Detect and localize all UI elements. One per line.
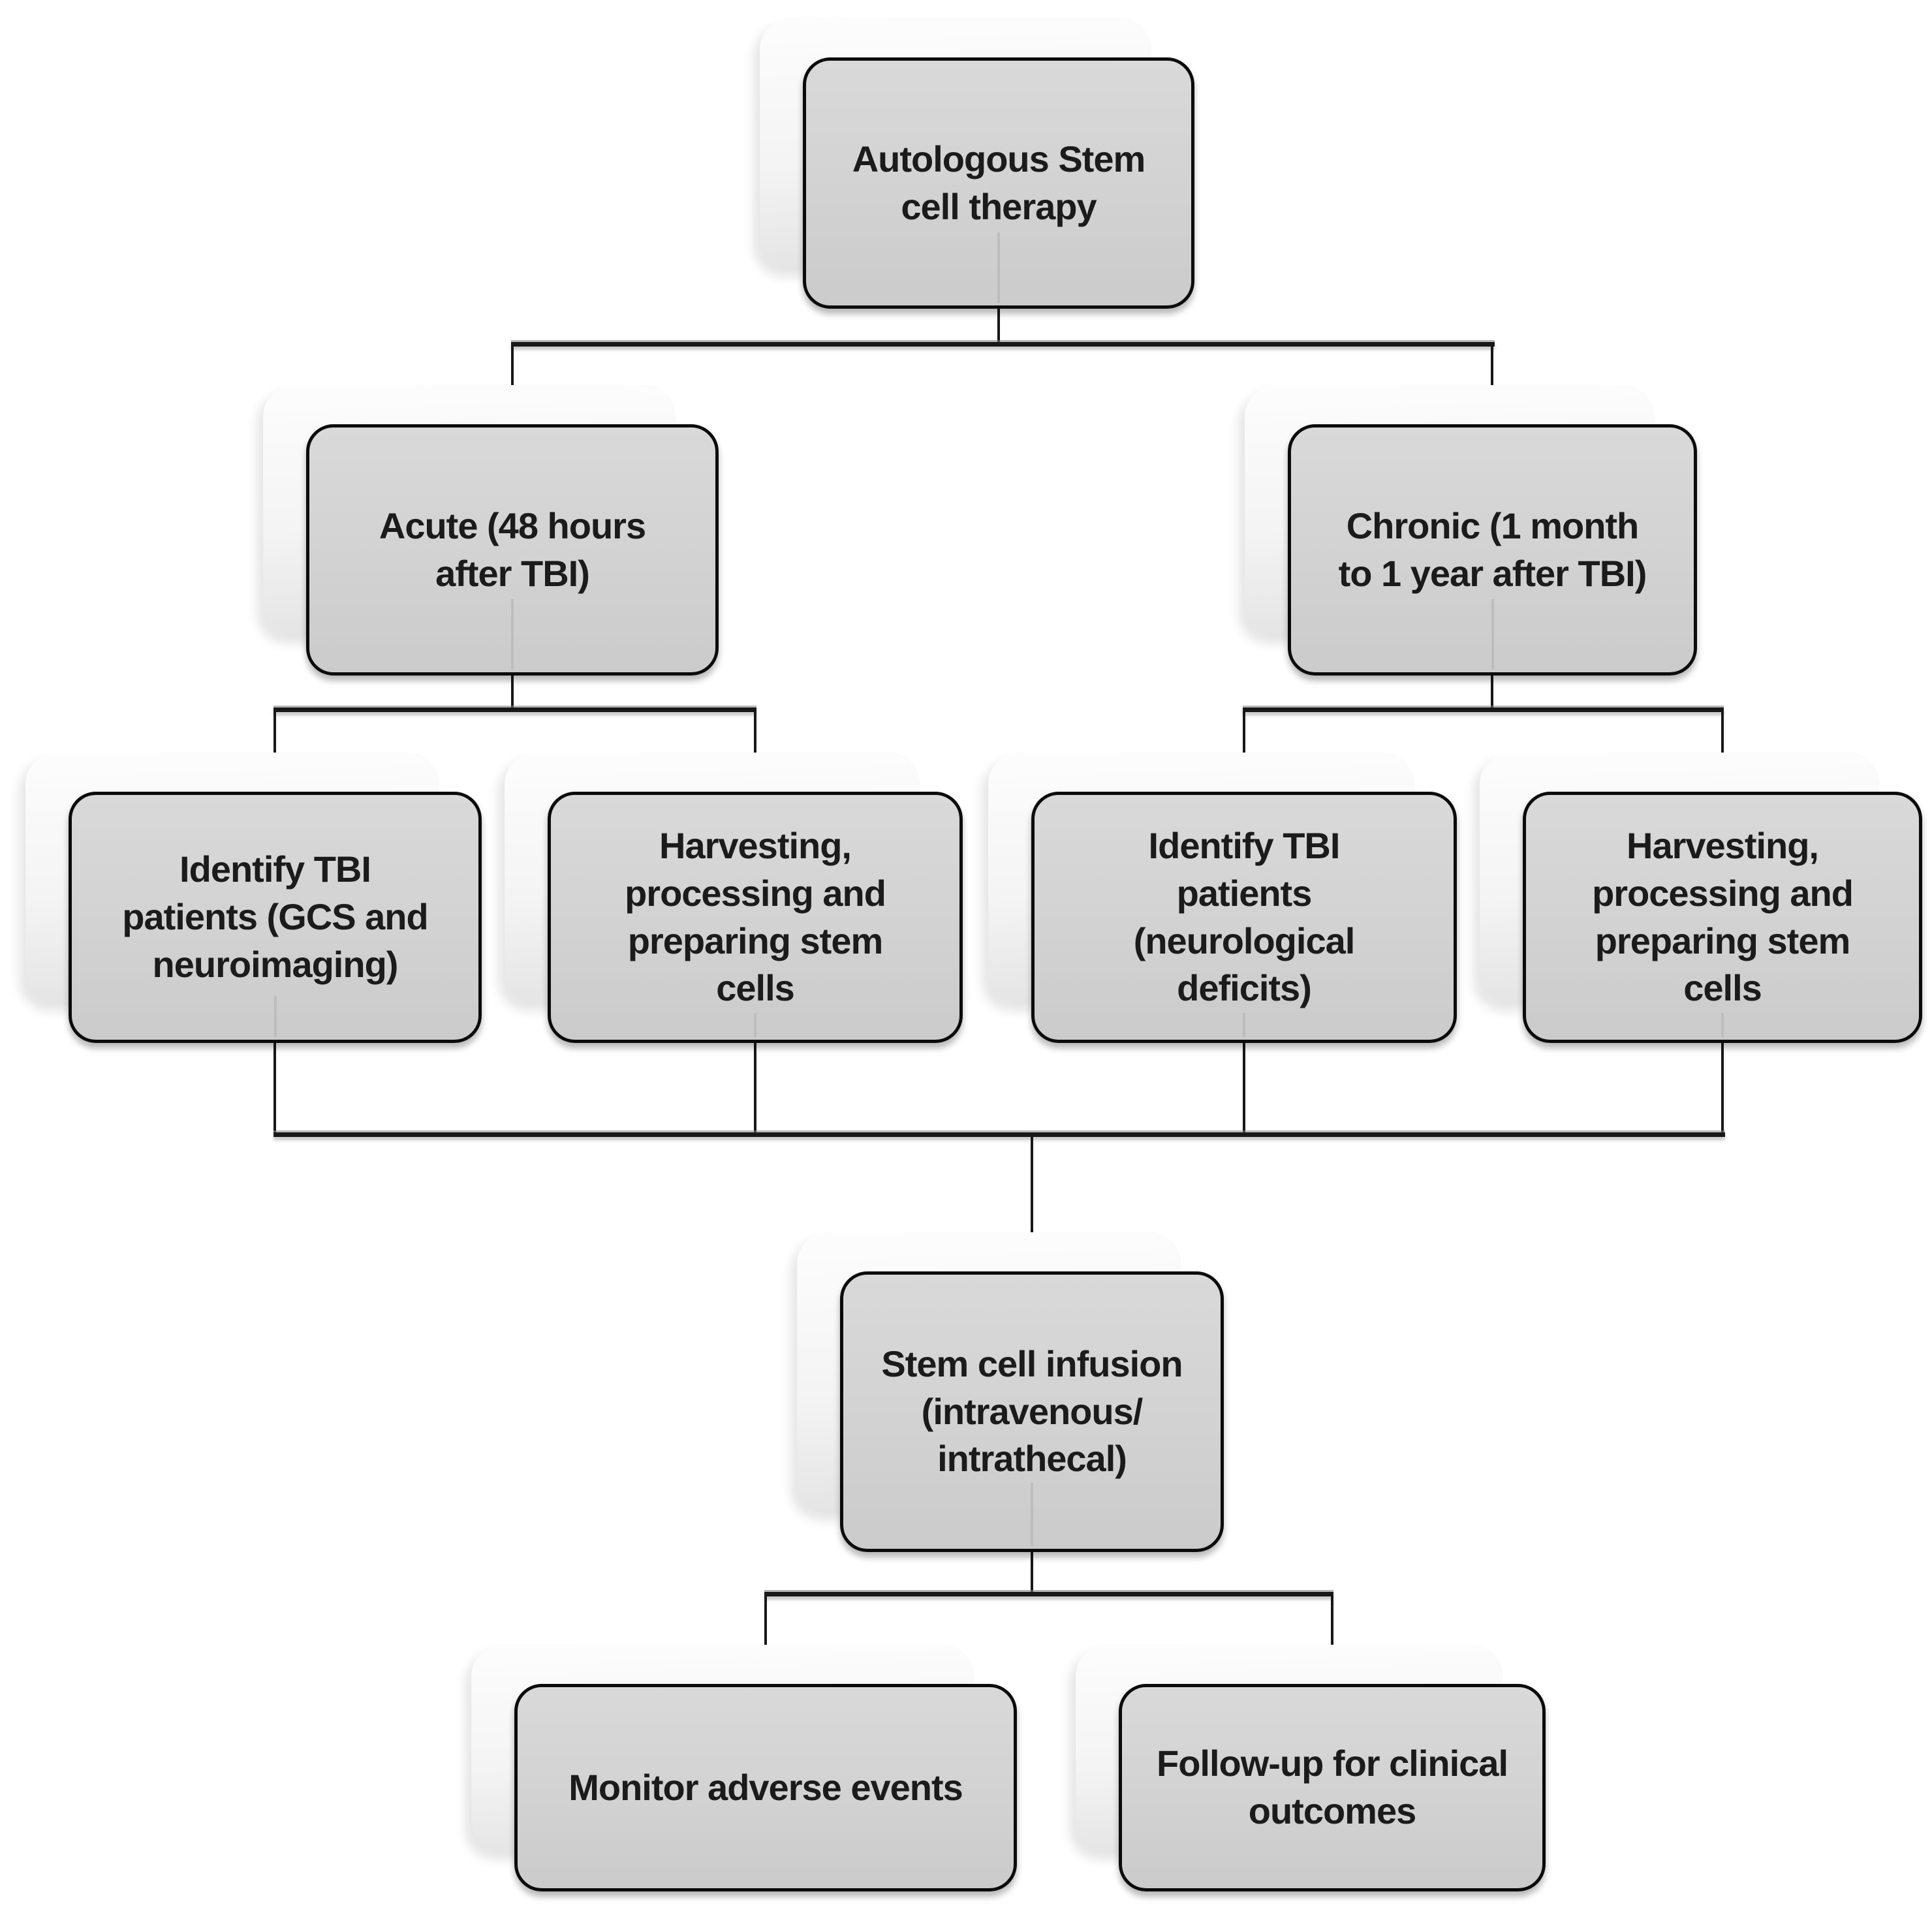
node-acute: Acute (48 hours after TBI) [306, 424, 719, 676]
node-label: Stem cell infusion (intravenous/ intrath… [881, 1343, 1183, 1480]
node-followup: Follow-up for clinical outcomes [1119, 1684, 1546, 1891]
node-label: Autologous Stem cell therapy [852, 138, 1146, 227]
node-label: Identify TBI patients (GCS and neuroimag… [122, 848, 428, 985]
node-label: Monitor adverse events [569, 1766, 963, 1808]
connector-root-stem [997, 303, 1000, 344]
connector-to-followup [1331, 1592, 1333, 1688]
connector-infusion-stem [1031, 1547, 1033, 1594]
connector-merge-a [273, 1041, 276, 1134]
connector-showthrough [511, 599, 514, 670]
connector-acute-bar [273, 708, 756, 712]
node-label: Harvesting, processing and preparing ste… [1592, 824, 1854, 1009]
connector-chronic-stem [1491, 671, 1493, 710]
connector-to-harvest-acute [754, 708, 756, 794]
connector-level2-bar [511, 342, 1495, 347]
node-label: Chronic (1 month to 1 year after TBI) [1338, 505, 1647, 594]
node-harvest-acute: Harvesting, processing and preparing ste… [548, 792, 963, 1043]
connector-to-identify-chronic [1243, 708, 1245, 794]
node-label: Follow-up for clinical outcomes [1157, 1743, 1508, 1831]
connector-showthrough [997, 232, 1000, 303]
connector-merge-d [1721, 1041, 1724, 1134]
connector-chronic-bar [1243, 708, 1724, 712]
connector-to-infusion [1031, 1132, 1033, 1273]
connector-showthrough [1491, 599, 1494, 670]
connector-showthrough [1031, 1483, 1033, 1546]
node-root: Autologous Stem cell therapy [803, 57, 1194, 309]
node-monitor: Monitor adverse events [514, 1684, 1017, 1891]
connector-merge-b [754, 1041, 756, 1134]
connector-to-harvest-chronic [1721, 708, 1724, 794]
connector-to-identify-acute [273, 708, 276, 794]
connector-to-monitor [764, 1592, 767, 1688]
connector-showthrough [754, 1012, 756, 1037]
node-identify-chronic: Identify TBI patients (neurological defi… [1031, 792, 1457, 1043]
node-identify-acute: Identify TBI patients (GCS and neuroimag… [69, 792, 482, 1043]
connector-showthrough [1243, 1012, 1245, 1037]
connector-merge-c [1243, 1041, 1245, 1134]
connector-merge-bar [273, 1132, 1725, 1137]
connector-outcomes-bar [764, 1592, 1333, 1596]
node-label: Acute (48 hours after TBI) [379, 505, 646, 594]
connector-showthrough [1721, 1012, 1724, 1037]
connector-acute-stem [511, 671, 514, 710]
node-infusion: Stem cell infusion (intravenous/ intrath… [840, 1271, 1224, 1552]
connector-showthrough [273, 995, 277, 1037]
node-label: Identify TBI patients (neurological defi… [1133, 824, 1356, 1009]
node-harvest-chronic: Harvesting, processing and preparing ste… [1523, 792, 1922, 1043]
node-label: Harvesting, processing and preparing ste… [625, 824, 886, 1009]
node-chronic: Chronic (1 month to 1 year after TBI) [1288, 424, 1697, 676]
